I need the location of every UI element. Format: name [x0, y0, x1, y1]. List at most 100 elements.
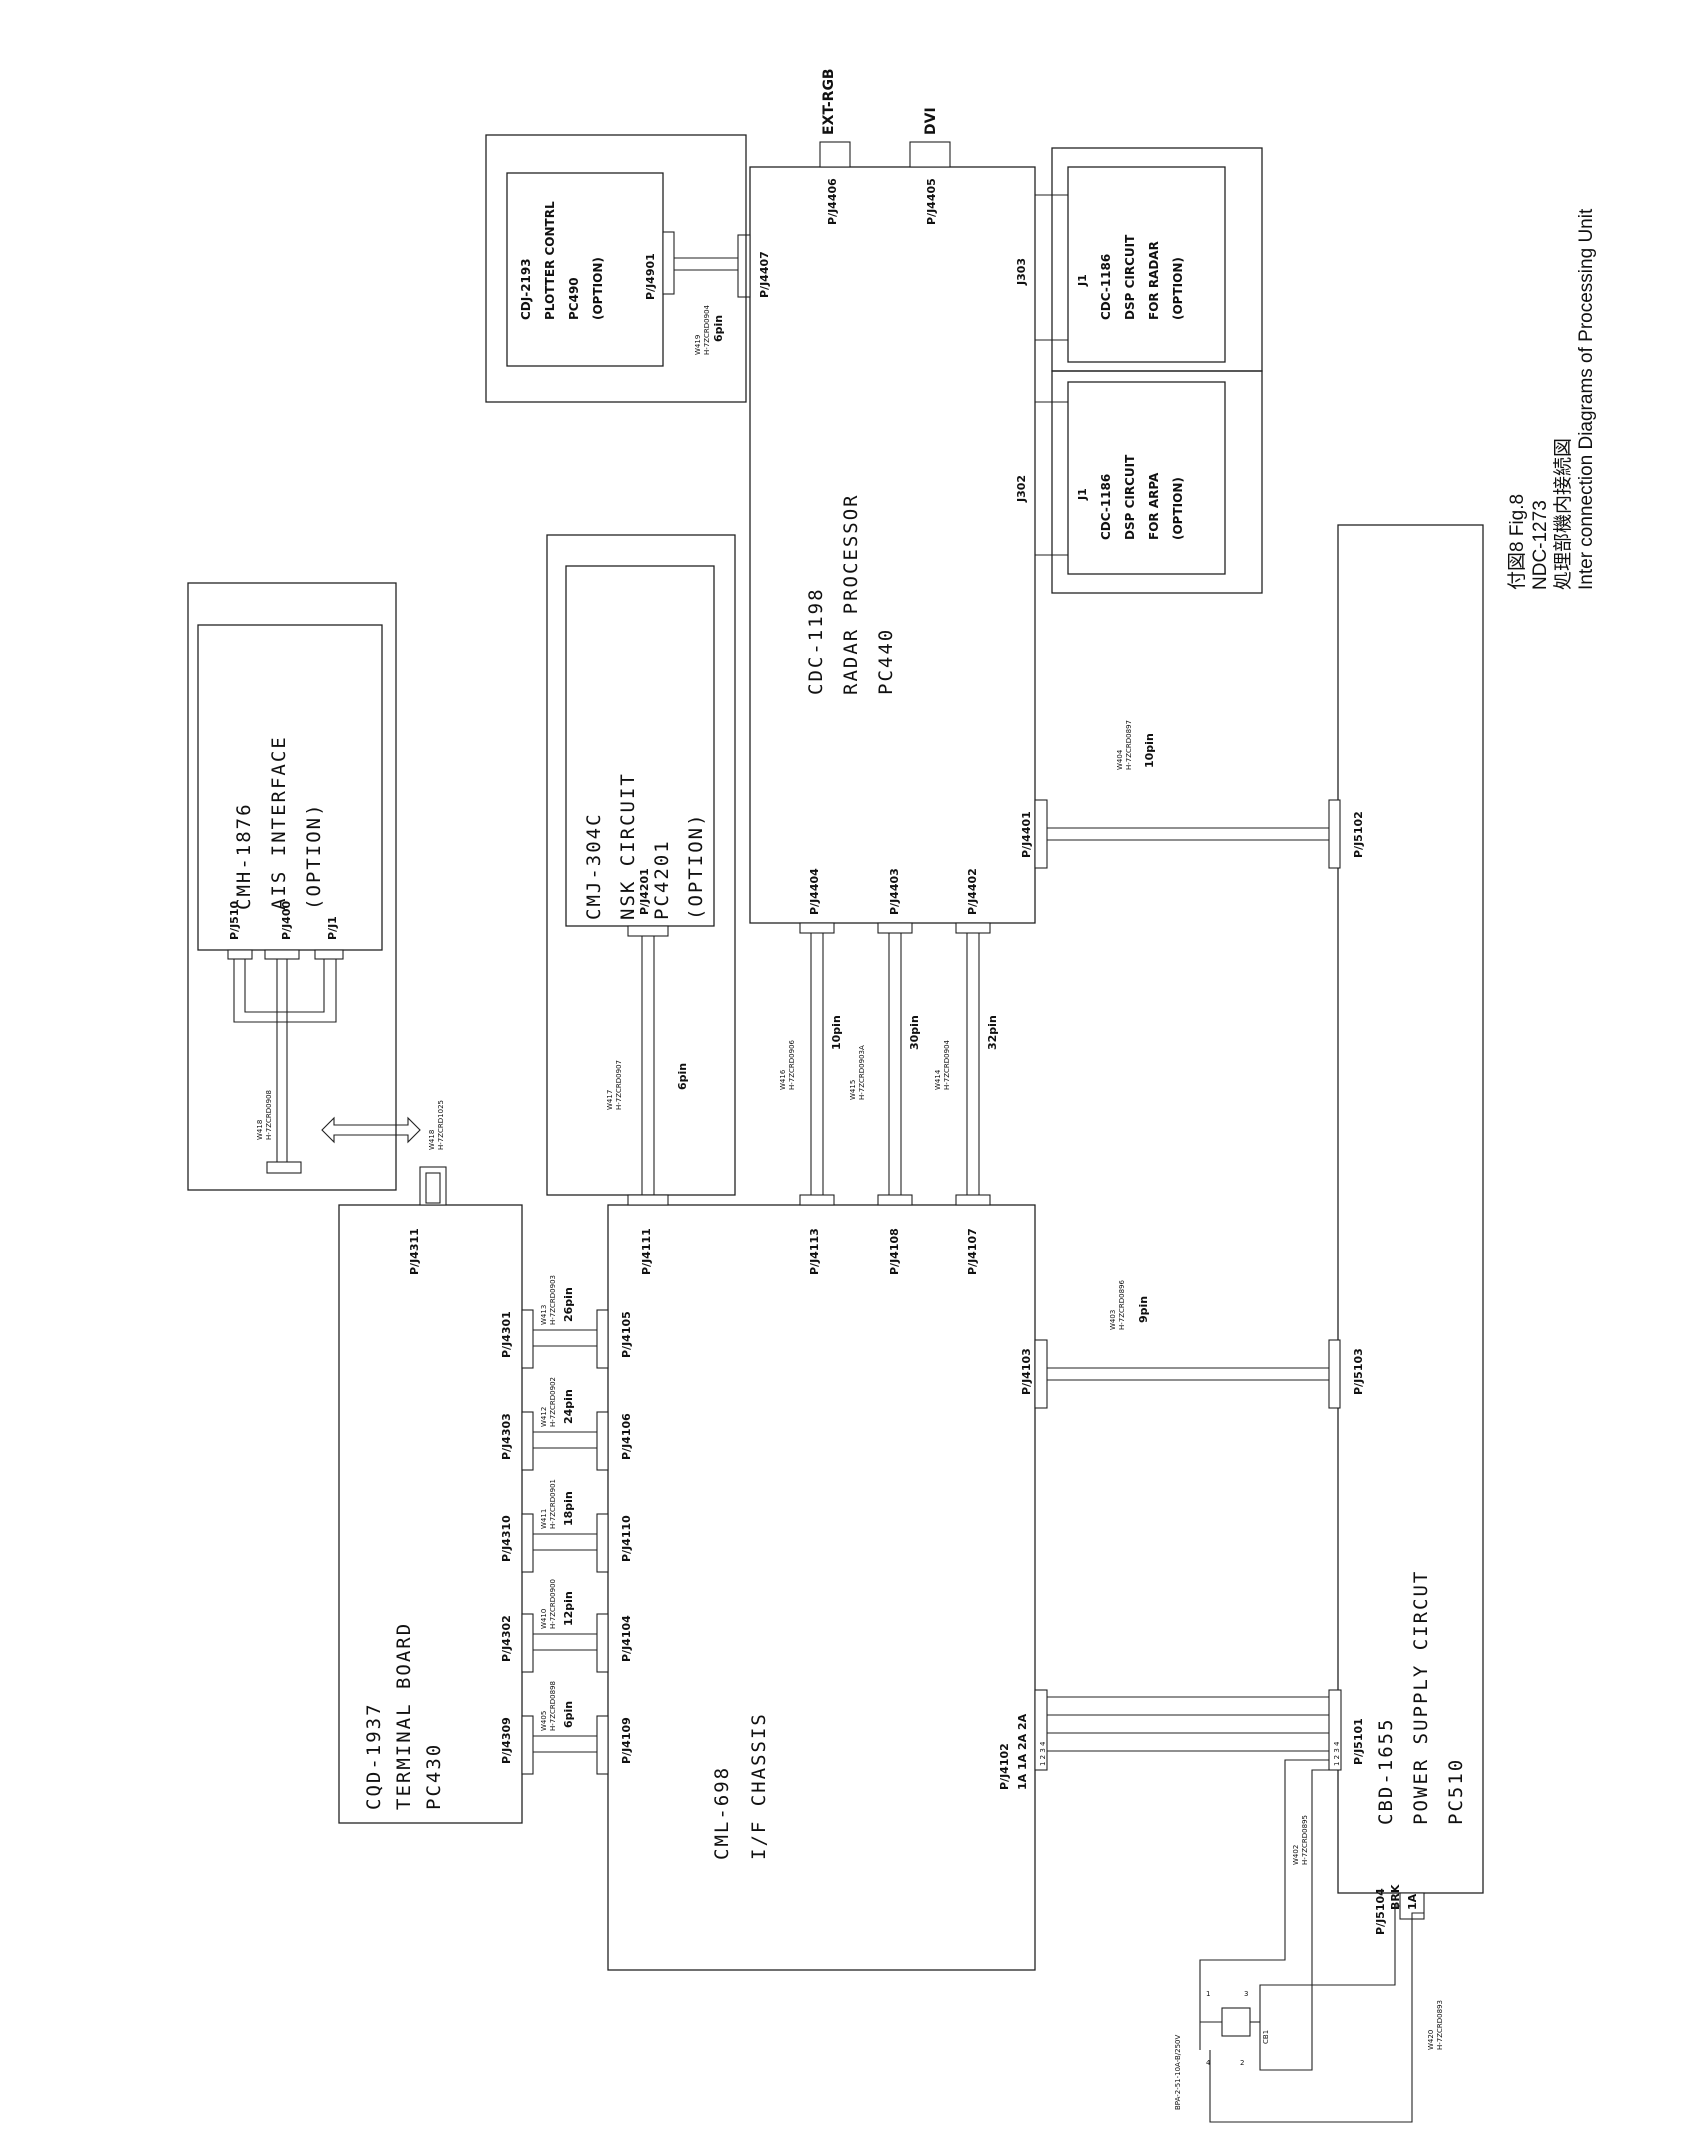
w420-wire-b — [1209, 1912, 1424, 2123]
plotter-label-1: CDJ-2193 — [519, 258, 533, 320]
w417-pins: 6pin — [676, 1063, 689, 1090]
pj4402-label: P/J4402 — [966, 868, 979, 915]
pj5103-label: P/J5103 — [1352, 1348, 1365, 1395]
pj5101-label: P/J5101 — [1352, 1718, 1365, 1765]
w418b-part: H-7ZCRD1025 — [437, 1100, 445, 1150]
nsk-label-3: PC4201 — [651, 839, 673, 920]
dsp-arpa-inner-box — [1067, 381, 1226, 575]
pair-w412: W412 H-7ZCRD0902 24pin — [521, 1377, 609, 1471]
breaker-part: BPA-2-51-10A-B/250V — [1174, 2035, 1182, 2110]
pj4303-label: P/J4303 — [500, 1413, 513, 1460]
pj4103-connector — [1034, 1339, 1048, 1409]
dsp-arpa-label-4: (OPTION) — [1171, 477, 1185, 540]
ais-label-1: CMH-1876 — [233, 802, 255, 910]
radar-box — [749, 166, 1036, 924]
pj4301-connector — [521, 1309, 534, 1369]
pj4311-connector-inner — [425, 1172, 441, 1204]
terminal-label-3: PC430 — [423, 1743, 445, 1810]
pj4102-label: P/J4102 — [998, 1743, 1011, 1790]
caption-fig: 付図8 Fig.8 — [1506, 494, 1528, 590]
caption-model: NDC-1273 — [1530, 500, 1551, 590]
w416-part: H-7ZCRD0906 — [788, 1039, 796, 1090]
pj4406-label: P/J4406 — [826, 178, 839, 225]
w419-part: H-7ZCRD0904 — [703, 304, 711, 355]
w418a-part: H-7ZCRD0908 — [265, 1090, 273, 1140]
nsk-label-2: NSK CIRCUIT — [617, 772, 639, 920]
radar-label-3: PC440 — [875, 628, 897, 695]
chassis-label-1: CML-698 — [711, 1766, 733, 1860]
pj4303-connector — [521, 1411, 534, 1471]
w418a-id: W418 — [256, 1120, 264, 1140]
w414-part: H-7ZCRD0904 — [943, 1039, 951, 1090]
dsp-radar-label-4: (OPTION) — [1171, 257, 1185, 320]
ais-bottom-connector — [266, 1161, 302, 1174]
pj510-label: P/J510 — [228, 901, 241, 940]
w417-id: W417 — [606, 1090, 614, 1110]
w402-wire-b — [1259, 1769, 1335, 2071]
dsp-radar-label-3: FOR RADAR — [1147, 241, 1161, 320]
ais-loop-outer — [233, 959, 337, 1023]
pj4404-label: P/J4404 — [808, 868, 821, 915]
w403-id: W403 — [1109, 1310, 1117, 1330]
w414-pins: 32pin — [986, 1015, 999, 1050]
pj4104-label: P/J4104 — [620, 1615, 633, 1662]
dvi-connector — [909, 141, 951, 168]
pj5102-connector — [1328, 799, 1341, 869]
pj4109-label: P/J4109 — [620, 1717, 633, 1764]
w405-part: H-7ZCRD0898 — [549, 1681, 557, 1731]
w410-id: W410 — [540, 1609, 548, 1629]
j1-arpa-label: J1 — [1076, 488, 1089, 501]
pj5104-pin-brk: BRK — [1389, 1884, 1402, 1910]
w413-pins: 26pin — [562, 1287, 575, 1322]
plotter-outer-box — [485, 134, 747, 403]
pj4402-connector — [955, 922, 991, 934]
ais-loop-inner — [244, 959, 325, 1013]
dsp-radar-label-1: CDC-1186 — [1099, 254, 1113, 320]
pj4401-connector — [1034, 799, 1048, 869]
dvi-label: DVI — [923, 107, 939, 135]
pj4311-label: P/J4311 — [408, 1228, 421, 1275]
w420-wire-a — [1259, 1905, 1400, 2000]
breaker-pin-1: 1 — [1206, 1990, 1210, 1998]
w410-part: H-7ZCRD0900 — [549, 1579, 557, 1629]
cable-runs: W417 H-7ZCRD0907 6pin W416 H-7ZCRD0906 1… — [521, 720, 1329, 1775]
pj4901-connector — [662, 231, 675, 295]
dsp-circuit-blocks: J1 CDC-1186 DSP CIRCUIT FOR RADAR (OPTIO… — [1035, 147, 1263, 594]
w415-part: H-7ZCRD0903A — [858, 1045, 866, 1100]
pair-w410: W410 H-7ZCRD0900 12pin — [521, 1579, 609, 1673]
power-supply-block: CBD-1655 POWER SUPPLY CIRCUT PC510 P/J51… — [1328, 524, 1484, 1935]
pj4403-label: P/J4403 — [888, 868, 901, 915]
ext-rgb-label: EXT-RGB — [821, 68, 837, 135]
breaker-label: CB1 — [1262, 2030, 1270, 2044]
pj4109-connector — [596, 1715, 609, 1775]
radar-label-2: RADAR PROCESSOR — [840, 493, 862, 695]
pj4405-label: P/J4405 — [925, 178, 938, 225]
pj4201-connector — [627, 925, 669, 937]
pj4111-label: P/J4111 — [640, 1228, 653, 1275]
breaker-pin-2: 2 — [1240, 2059, 1244, 2067]
terminal-label-2: TERMINAL BOARD — [393, 1622, 415, 1810]
plotter-label-3: PC490 — [567, 277, 581, 320]
w404-pins: 10pin — [1143, 733, 1156, 768]
dsp-arpa-label-2: DSP CIRCUIT — [1123, 454, 1137, 540]
pj4107-label: P/J4107 — [966, 1228, 979, 1275]
if-chassis-block: CML-698 I/F CHASSIS P/J4111 P/J4113 P/J4… — [607, 1204, 1048, 1971]
pj4113-label: P/J4113 — [808, 1228, 821, 1275]
w419-id: W419 — [694, 335, 702, 355]
pj4301-label: P/J4301 — [500, 1311, 513, 1358]
terminal-label-1: CQD-1937 — [363, 1702, 385, 1810]
pj4310-connector — [521, 1513, 534, 1573]
pj4106-connector — [596, 1411, 609, 1471]
w416-pins: 10pin — [830, 1015, 843, 1050]
caption-english: Inter connection Diagrams of Processing … — [1576, 208, 1597, 590]
ais-outer-box — [187, 582, 397, 1191]
w415-id: W415 — [849, 1080, 857, 1100]
ais-label-2: AIS INTERFACE — [268, 735, 290, 910]
pj4302-label: P/J4302 — [500, 1615, 513, 1662]
pj5103-connector — [1328, 1339, 1341, 1409]
nsk-label-1: CMJ-304C — [583, 812, 605, 920]
w402-id: W402 — [1292, 1845, 1300, 1865]
pj4404-connector — [799, 922, 835, 934]
pj400-connector — [264, 949, 300, 960]
